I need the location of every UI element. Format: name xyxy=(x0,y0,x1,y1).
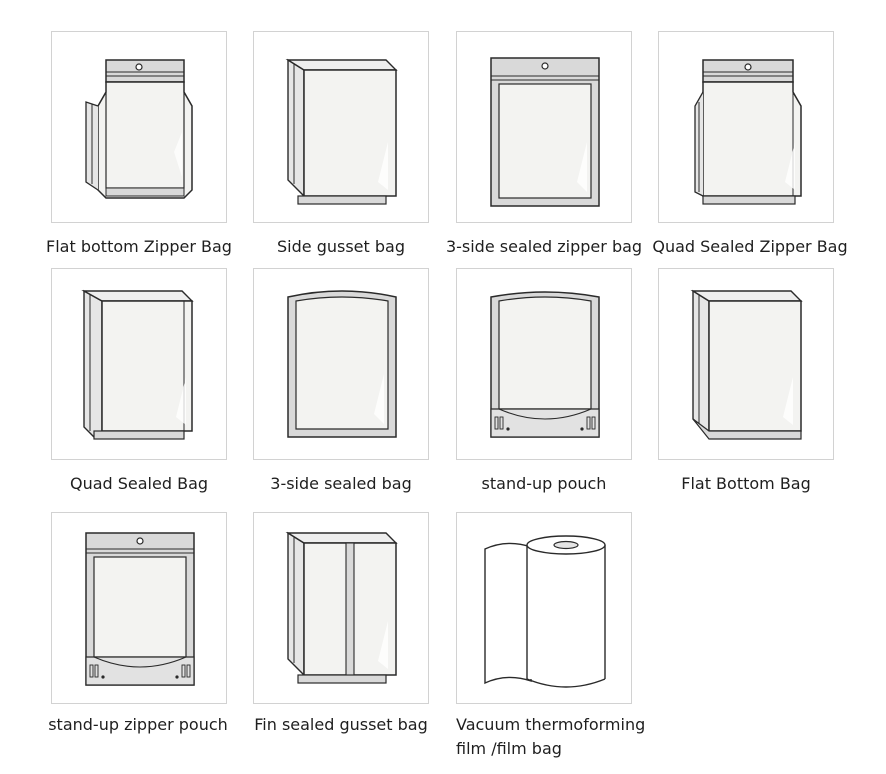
item-label: Quad Sealed Bag xyxy=(69,474,209,493)
tile-3-side-sealed-zipper-bag[interactable] xyxy=(456,31,632,223)
tile-3-side-sealed-bag[interactable] xyxy=(253,268,429,460)
item-label: stand-up zipper pouch xyxy=(48,715,228,734)
tile-stand-up-zipper-pouch[interactable] xyxy=(51,512,227,704)
tile-side-gusset-bag[interactable] xyxy=(253,31,429,223)
tile-quad-sealed-zipper-bag[interactable] xyxy=(658,31,834,223)
quad-sealed-bag-icon xyxy=(81,289,194,440)
tile-flat-bottom-bag[interactable] xyxy=(658,268,834,460)
item-label: Vacuum thermoforming xyxy=(456,715,646,734)
stand-up-pouch-icon xyxy=(490,291,600,438)
three-side-sealed-bag-icon xyxy=(287,290,397,438)
item-label: Fin sealed gusset bag xyxy=(254,715,428,734)
fin-sealed-gusset-bag-icon xyxy=(285,531,398,684)
item-label: Quad Sealed Zipper Bag xyxy=(652,237,848,256)
flat-bottom-bag-icon xyxy=(690,289,803,440)
item-label: 3-side sealed bag xyxy=(270,474,412,493)
item-label: Flat bottom Zipper Bag xyxy=(46,237,232,256)
item-label: 3-side sealed zipper bag xyxy=(445,237,643,256)
tile-vacuum-thermoforming-film[interactable] xyxy=(456,512,632,704)
side-gusset-bag-icon xyxy=(285,58,398,205)
film-roll-icon xyxy=(484,535,606,688)
item-label: Side gusset bag xyxy=(277,237,405,256)
quad-sealed-zipper-bag-icon xyxy=(694,59,802,205)
stand-up-zipper-pouch-icon xyxy=(85,532,195,686)
three-side-sealed-zipper-bag-icon xyxy=(490,57,600,207)
item-label: Flat Bottom Bag xyxy=(681,474,811,493)
tile-quad-sealed-bag[interactable] xyxy=(51,268,227,460)
tile-flat-bottom-zipper-bag[interactable] xyxy=(51,31,227,223)
item-label-line2: film /film bag xyxy=(456,739,562,758)
item-label: stand-up pouch xyxy=(481,474,607,493)
tile-fin-sealed-gusset-bag[interactable] xyxy=(253,512,429,704)
flat-bottom-zipper-bag-icon xyxy=(85,59,193,199)
tile-stand-up-pouch[interactable] xyxy=(456,268,632,460)
